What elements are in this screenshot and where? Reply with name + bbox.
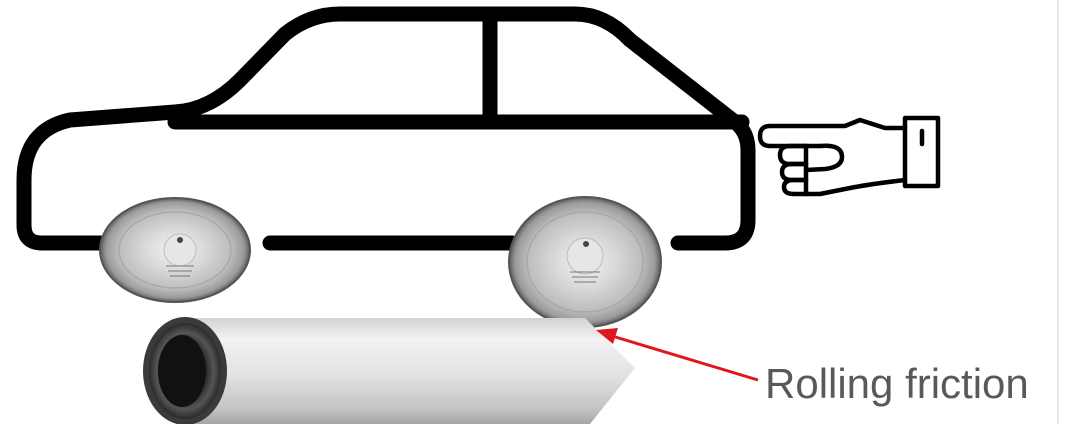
rear-wheel xyxy=(100,198,250,302)
rolling-friction-label: Rolling friction xyxy=(765,360,1029,407)
pointing-hand-icon xyxy=(760,118,938,194)
steel-tube xyxy=(143,317,635,424)
front-wheel xyxy=(509,197,661,327)
